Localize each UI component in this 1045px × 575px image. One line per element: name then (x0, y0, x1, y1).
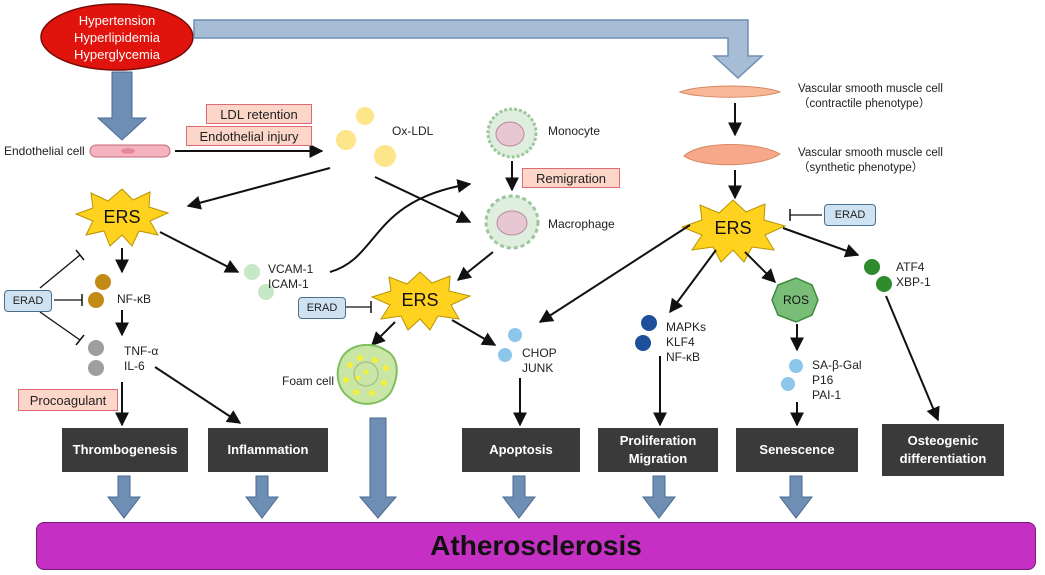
oxldl-particle (374, 145, 396, 167)
ros-label: ROS (782, 293, 809, 307)
vsmc-contractile-label: Vascular smooth muscle cell （contractile… (798, 83, 943, 110)
risk-factor-line: Hypertension (78, 13, 156, 28)
oxldl-label: Ox-LDL (392, 124, 434, 138)
osteogenic-differentiation-box: Osteogenic differentiation (882, 424, 1004, 476)
endothelial-injury-tag: Endothelial injury (186, 126, 312, 146)
erad-box-right: ERAD (824, 204, 876, 226)
foam-cell-label: Foam cell (282, 374, 335, 388)
block-arrows-to-atherosclerosis (106, 417, 814, 519)
risk-to-vsmc-arrow (193, 19, 764, 80)
atherosclerosis-label: Atherosclerosis (430, 530, 642, 561)
foam-cell (336, 343, 398, 405)
ers-burst-endothelial (74, 188, 170, 247)
monocyte-label: Monocyte (548, 124, 601, 138)
mapks-label: MAPKs KLF4 NF-κB (666, 320, 707, 364)
ers-burst-macrophage (370, 271, 472, 331)
macrophage-label: Macrophage (548, 217, 615, 231)
ers-burst-vsmc (680, 199, 787, 263)
ldl-retention-tag: LDL retention (206, 104, 312, 124)
tnf-il6-label: TNF-α IL-6 (124, 344, 159, 373)
nfkb-label: NF-κB (117, 292, 151, 306)
apoptosis-box: Apoptosis (462, 428, 580, 472)
procoagulant-tag: Procoagulant (18, 389, 118, 411)
oxldl-particle (356, 107, 374, 125)
risk-factor-line: Hyperglycemia (74, 47, 160, 62)
ers-label-endothelial: ERS (103, 207, 141, 227)
vsmc-synthetic-label: Vascular smooth muscle cell （synthetic p… (798, 147, 943, 174)
vsmc-synthetic (683, 144, 781, 166)
vsmc-contractile (678, 85, 782, 98)
ers-label-macrophage: ERS (401, 290, 439, 310)
atherosclerosis-bar: Atherosclerosis (36, 522, 1036, 570)
senescence-markers-label: SA-β-Gal P16 PAI-1 (812, 358, 862, 402)
endothelial-nucleus (121, 148, 135, 154)
risk-factors-ellipse (40, 3, 194, 71)
inflammation-box: Inflammation (208, 428, 328, 472)
monocyte-cell (486, 107, 538, 159)
atf4-xbp1-label: ATF4 XBP-1 (896, 260, 931, 289)
vcam-icam-label: VCAM-1 ICAM-1 (268, 262, 314, 291)
ros-shape (771, 277, 819, 323)
erad-box-middle: ERAD (298, 297, 346, 319)
senescence-box: Senescence (736, 428, 858, 472)
endothelial-cell-label: Endothelial cell (4, 144, 85, 158)
proliferation-migration-box: Proliferation Migration (598, 428, 718, 472)
chop-junk-label: CHOP JUNK (522, 346, 557, 375)
erad-box-left: ERAD (4, 290, 52, 312)
remigration-tag: Remigration (522, 168, 620, 188)
oxldl-particle (336, 130, 356, 150)
risk-factor-line: Hyperlipidemia (74, 30, 160, 45)
thrombogenesis-box: Thrombogenesis (62, 428, 188, 472)
ers-label-vsmc: ERS (714, 218, 752, 238)
macrophage-cell (484, 194, 540, 250)
risk-to-endothelial-arrow (96, 71, 148, 141)
